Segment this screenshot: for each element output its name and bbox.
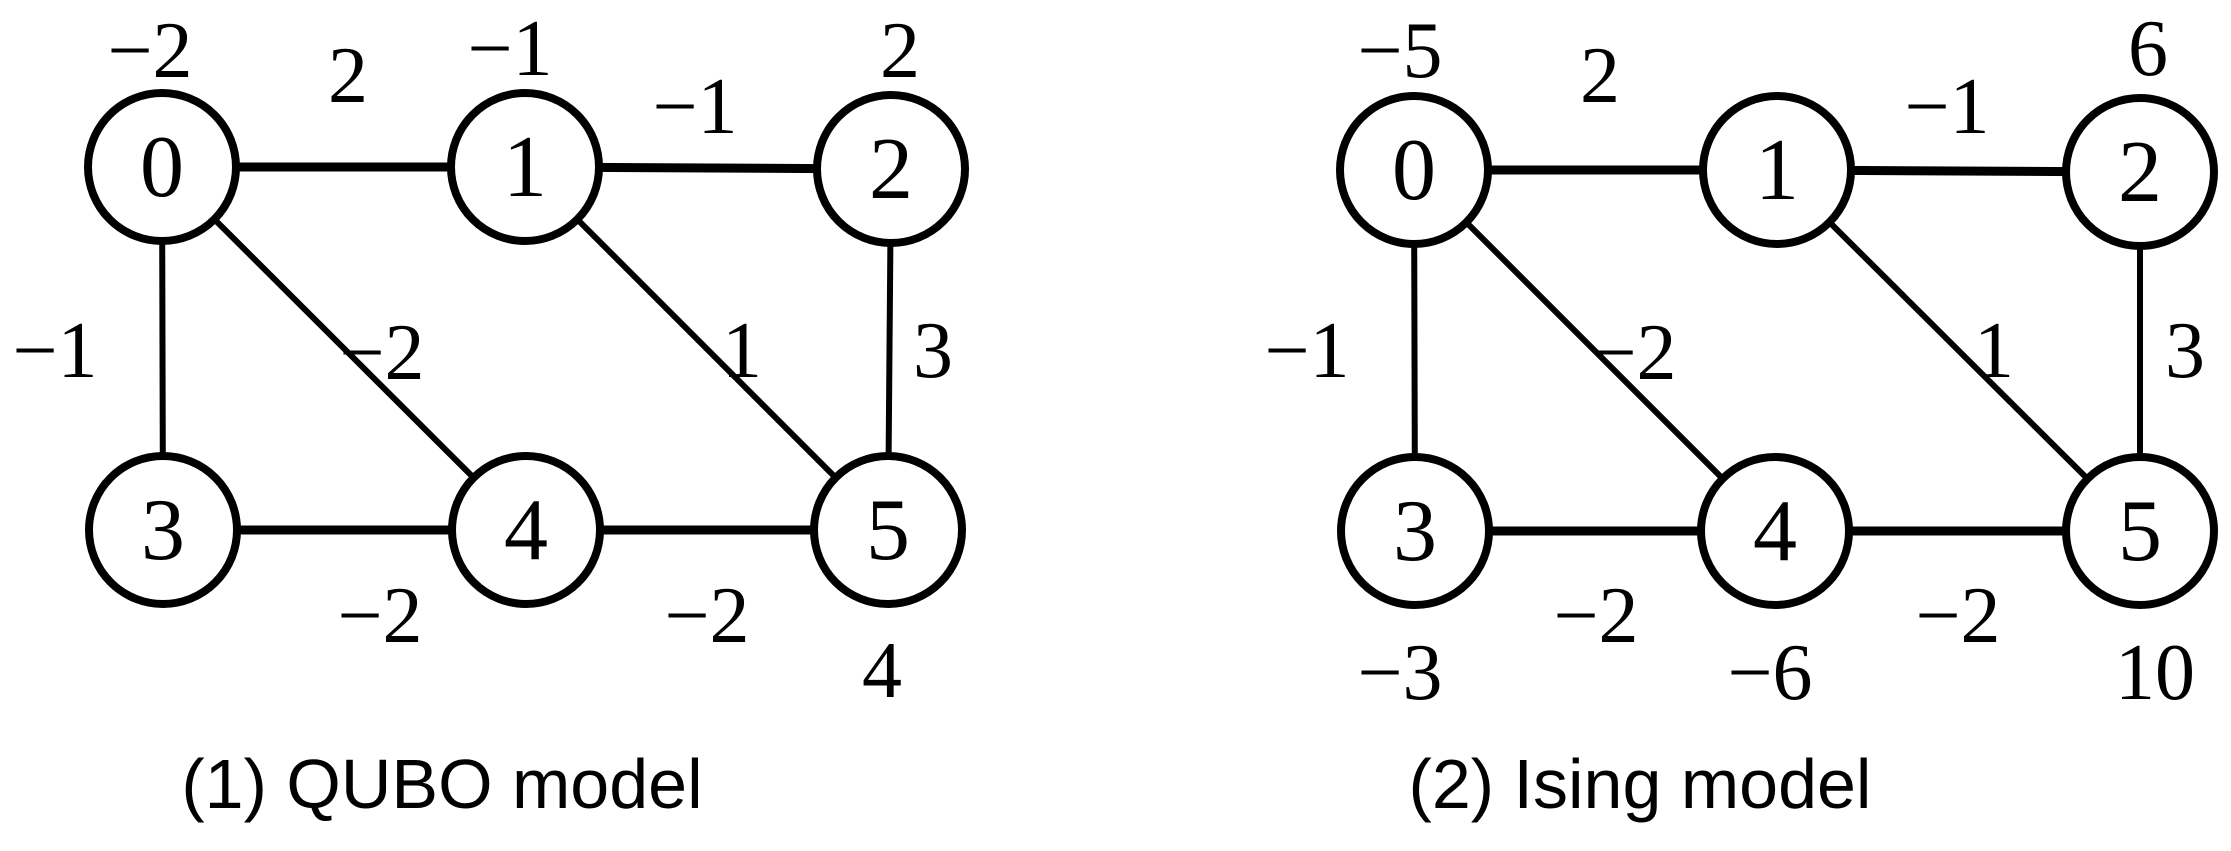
node-circle-ising-2: [2062, 94, 2218, 250]
edge-weight-qubo-2-5: 3: [913, 307, 953, 395]
node-label-ising-0: 0: [1392, 122, 1436, 219]
edge-weight-qubo-0-4: −2: [339, 309, 424, 397]
node-circle-qubo-4: [448, 452, 604, 608]
node-circle-qubo-5: [810, 452, 966, 608]
edge-weight-qubo-0-1: 2: [328, 32, 368, 120]
node-label-ising-2: 2: [2118, 124, 2162, 221]
node-bias-qubo-2: 2: [880, 7, 920, 95]
edge-weight-qubo-0-3: −1: [12, 307, 97, 395]
edge-weight-qubo-1-5: 1: [722, 307, 762, 395]
edge-ising-0-4: [1411, 167, 1778, 534]
node-circle-qubo-0: [84, 89, 240, 245]
edge-ising-1-5: [1774, 167, 2143, 534]
edge-weight-ising-0-3: −1: [1264, 307, 1349, 395]
node-circle-ising-1: [1699, 92, 1855, 248]
caption-ising: (2) Ising model: [1409, 745, 1872, 823]
node-bias-qubo-1: −1: [467, 5, 552, 93]
edge-qubo-1-5: [522, 164, 891, 533]
node-circle-ising-3: [1337, 453, 1493, 609]
node-bias-ising-4: −6: [1727, 629, 1812, 717]
node-label-qubo-3: 3: [141, 482, 185, 579]
edge-weight-ising-0-1: 2: [1580, 32, 1620, 120]
edge-weight-ising-2-5: 3: [2165, 307, 2205, 395]
node-bias-ising-5: 10: [2115, 629, 2195, 717]
edge-weight-ising-4-5: −2: [1915, 572, 2000, 660]
node-bias-qubo-0: −2: [107, 7, 192, 95]
node-bias-ising-0: −5: [1357, 7, 1442, 95]
node-label-ising-1: 1: [1755, 122, 1799, 219]
edge-qubo-0-4: [159, 164, 529, 533]
node-label-ising-4: 4: [1753, 483, 1797, 580]
graph-qubo: 0 1 2 3 4 5 2 −1 −1 −2 1 3 −2 −2 −2 −1 2 4 (1) QUBO model: [12, 5, 969, 823]
node-circle-ising-4: [1697, 453, 1853, 609]
node-circle-ising-0: [1336, 92, 1492, 248]
node-circle-qubo-2: [813, 91, 969, 247]
node-label-qubo-1: 1: [503, 119, 547, 216]
node-circle-qubo-1: [447, 89, 603, 245]
caption-qubo: (1) QUBO model: [181, 745, 702, 823]
edge-weight-qubo-4-5: −2: [664, 572, 749, 660]
edge-weight-qubo-1-2: −1: [652, 63, 737, 151]
node-label-qubo-2: 2: [869, 121, 913, 218]
node-label-qubo-4: 4: [504, 482, 548, 579]
edge-weight-ising-1-5: 1: [1974, 307, 2014, 395]
node-circle-ising-5: [2062, 453, 2218, 609]
node-circle-qubo-3: [85, 452, 241, 608]
edge-weight-ising-3-4: −2: [1553, 572, 1638, 660]
edge-weight-ising-0-4: −2: [1591, 309, 1676, 397]
node-label-ising-5: 5: [2118, 483, 2162, 580]
node-bias-ising-3: −3: [1357, 629, 1442, 717]
node-label-ising-3: 3: [1393, 483, 1437, 580]
node-bias-ising-2: 6: [2128, 5, 2168, 93]
node-label-qubo-5: 5: [866, 482, 910, 579]
node-bias-qubo-5: 4: [862, 627, 902, 715]
edge-weight-ising-1-2: −1: [1904, 63, 1989, 151]
edge-weight-qubo-3-4: −2: [337, 572, 422, 660]
node-label-qubo-0: 0: [140, 119, 184, 216]
